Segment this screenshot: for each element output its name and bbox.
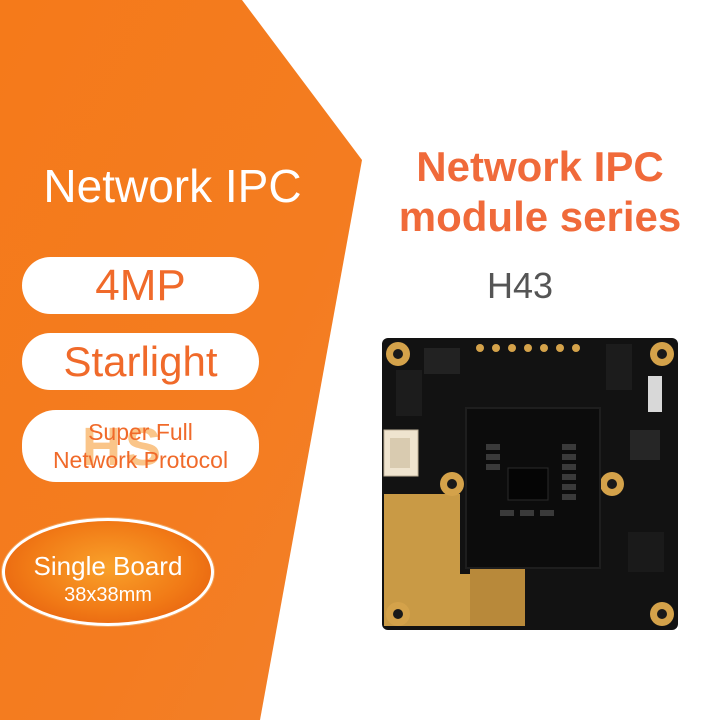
series-title-line-1: Network IPC [416, 143, 664, 190]
resolution-pill: 4MP [22, 257, 259, 314]
series-title: Network IPC module series [360, 142, 720, 242]
starlight-pill: Starlight [22, 333, 259, 390]
protocol-line-1: Super Full [88, 419, 193, 445]
badge-line-1: Single Board [33, 551, 183, 581]
camera-pcb-module-icon [382, 338, 678, 630]
badge-line-2: 38x38mm [64, 584, 152, 606]
left-title: Network IPC [43, 160, 302, 212]
series-title-line-2: module series [398, 193, 682, 240]
single-board-badge: Single Board 38x38mm [2, 518, 214, 626]
model-label: H43 [486, 265, 554, 306]
mounting-holes [386, 342, 674, 626]
protocol-pill: HS Super Full Network Protocol [22, 410, 259, 482]
protocol-line-2: Network Protocol [52, 447, 229, 473]
hs-watermark-logo: HS [82, 417, 166, 477]
